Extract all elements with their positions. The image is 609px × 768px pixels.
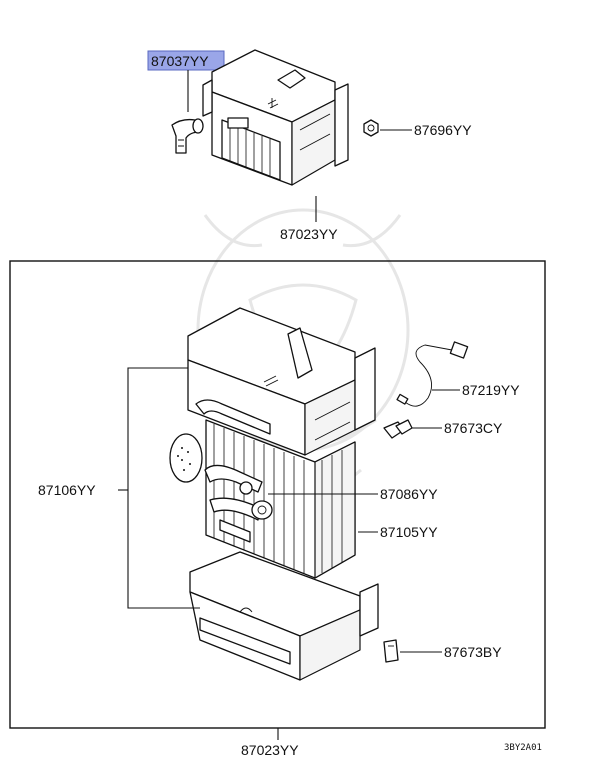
hose-drawing [171, 118, 204, 154]
evaporator-core-drawing [169, 399, 356, 579]
upper-housing-drawing [187, 307, 376, 456]
label-87106YY[interactable]: 87106YY [38, 482, 96, 498]
label-87673CY[interactable]: 87673CY [444, 420, 503, 436]
label-87219YY[interactable]: 87219YY [462, 382, 520, 398]
label-87086YY[interactable]: 87086YY [380, 486, 438, 502]
nut-drawing [363, 119, 379, 137]
label-87023YY-bottom[interactable]: 87023YY [241, 742, 299, 758]
lower-tray-drawing [189, 551, 379, 681]
diagram-code: 3BY2A01 [504, 743, 542, 753]
label-87023YY-top[interactable]: 87023YY [280, 226, 338, 242]
sensor-drawing [396, 341, 469, 407]
label-87673BY[interactable]: 87673BY [444, 644, 502, 660]
clip-c-drawing [383, 419, 413, 439]
label-87105YY[interactable]: 87105YY [380, 524, 438, 540]
label-highlight [147, 50, 225, 71]
top-unit-drawing [202, 49, 349, 186]
label-87037YY[interactable]: 87037YY [151, 53, 209, 69]
label-87696YY[interactable]: 87696YY [414, 122, 472, 138]
clip-b-drawing [383, 639, 399, 663]
